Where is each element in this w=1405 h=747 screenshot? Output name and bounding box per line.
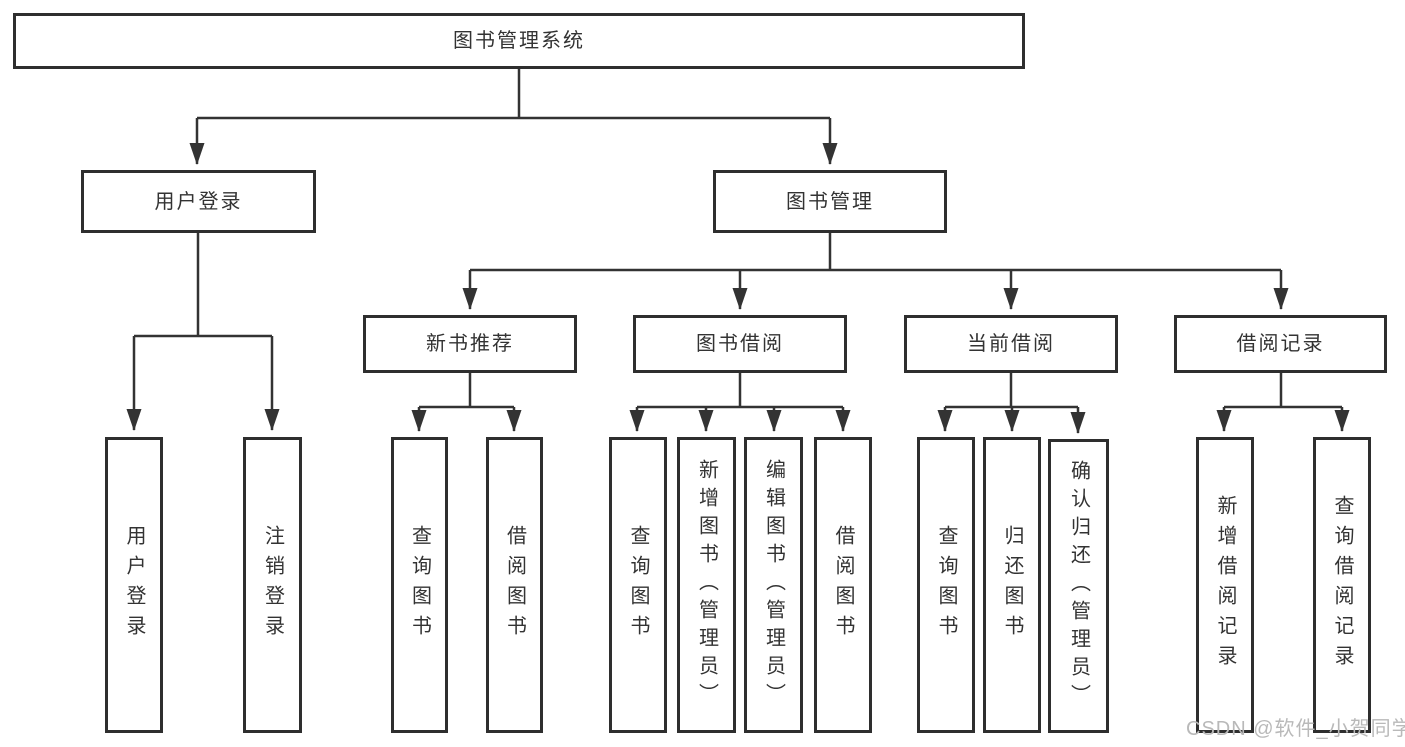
connector-root-to-level2: [189, 69, 838, 165]
node-book-borrowing-label: 图书借阅: [696, 333, 784, 355]
node-root-system: 图书管理系统: [13, 13, 1025, 69]
leaf-borrow-books-recommendation: 借阅图书: [486, 437, 543, 733]
node-current-borrowing-label: 当前借阅: [967, 333, 1055, 355]
connector-borrowing-records-to-leaves: [1216, 373, 1350, 432]
leaf-user-login: 用户登录: [105, 437, 163, 733]
leaf-query-books-recommendation-label: 查询图书: [408, 525, 431, 645]
node-book-management-label: 图书管理: [786, 190, 874, 213]
node-new-book-recommendation: 新书推荐: [363, 315, 577, 373]
leaf-confirm-return-admin: 确认归还（管理员）: [1048, 439, 1109, 733]
connector-book-borrowing-to-leaves: [629, 373, 851, 432]
leaf-edit-book-admin: 编辑图书（管理员）: [744, 437, 803, 733]
leaf-confirm-return-admin-label: 确认归还（管理员）: [1067, 460, 1090, 712]
leaf-edit-book-admin-label: 编辑图书（管理员）: [762, 459, 785, 711]
leaf-user-login-label: 用户登录: [123, 525, 145, 645]
node-book-borrowing: 图书借阅: [633, 315, 847, 373]
leaf-add-book-admin: 新增图书（管理员）: [677, 437, 736, 733]
connector-new-book-recommendation-to-leaves: [411, 373, 522, 432]
leaf-add-borrow-record-label: 新增借阅记录: [1214, 495, 1236, 675]
node-root-label: 图书管理系统: [453, 30, 585, 52]
node-user-login: 用户登录: [81, 170, 316, 233]
leaf-borrow-books-borrowing: 借阅图书: [814, 437, 872, 733]
node-book-management: 图书管理: [713, 170, 947, 233]
node-user-login-label: 用户登录: [154, 190, 243, 213]
leaf-logout: 注销登录: [243, 437, 302, 733]
leaf-query-borrow-record-label: 查询借阅记录: [1331, 495, 1353, 675]
leaf-return-book: 归还图书: [983, 437, 1041, 733]
leaf-borrow-books-recommendation-label: 借阅图书: [503, 525, 526, 645]
node-borrowing-records: 借阅记录: [1174, 315, 1387, 373]
leaf-query-books-borrowing: 查询图书: [609, 437, 667, 733]
connector-current-borrowing-to-leaves: [937, 373, 1086, 434]
leaf-borrow-books-borrowing-label: 借阅图书: [832, 525, 854, 645]
leaf-query-books-current-label: 查询图书: [935, 525, 957, 645]
node-borrowing-records-label: 借阅记录: [1236, 333, 1325, 355]
connector-book-management-to-level3: [462, 233, 1289, 310]
leaf-add-borrow-record: 新增借阅记录: [1196, 437, 1254, 733]
connector-user-login-to-leaves: [126, 233, 280, 431]
leaf-query-books-borrowing-label: 查询图书: [627, 525, 649, 645]
node-current-borrowing: 当前借阅: [904, 315, 1118, 373]
leaf-return-book-label: 归还图书: [1001, 525, 1023, 645]
leaf-query-books-current: 查询图书: [917, 437, 975, 733]
node-new-book-recommendation-label: 新书推荐: [426, 333, 514, 355]
leaf-add-book-admin-label: 新增图书（管理员）: [695, 459, 718, 711]
leaf-query-borrow-record: 查询借阅记录: [1313, 437, 1371, 733]
leaf-query-books-recommendation: 查询图书: [391, 437, 448, 733]
leaf-logout-label: 注销登录: [261, 525, 284, 645]
watermark: CSDN @软件_小贺同学: [1186, 718, 1405, 740]
